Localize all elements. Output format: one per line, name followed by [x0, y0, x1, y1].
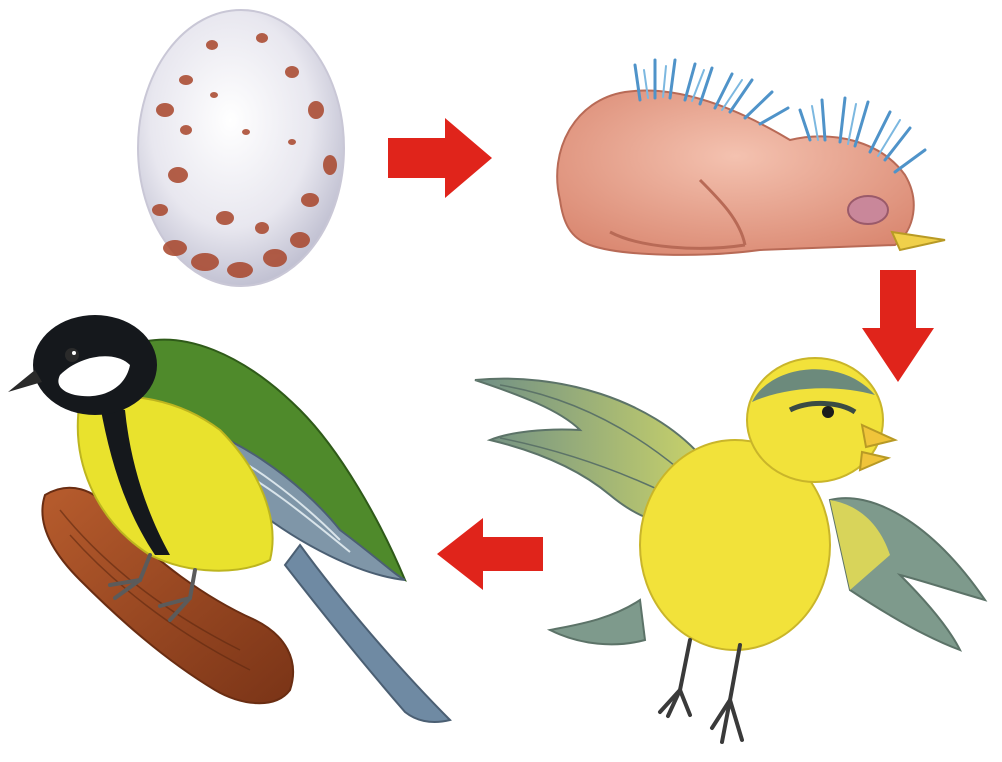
egg-stage [138, 10, 344, 286]
fledgling-bird-icon [475, 358, 985, 742]
hatchling-stage [557, 60, 945, 255]
fledgling-stage [475, 358, 985, 742]
newborn-chick-icon [557, 60, 945, 255]
adult-stage [8, 315, 450, 722]
speckled-egg-icon [138, 10, 344, 286]
arrow-down-icon [862, 270, 934, 382]
arrow-left-icon [437, 518, 543, 590]
arrow-right-icon [388, 118, 492, 198]
